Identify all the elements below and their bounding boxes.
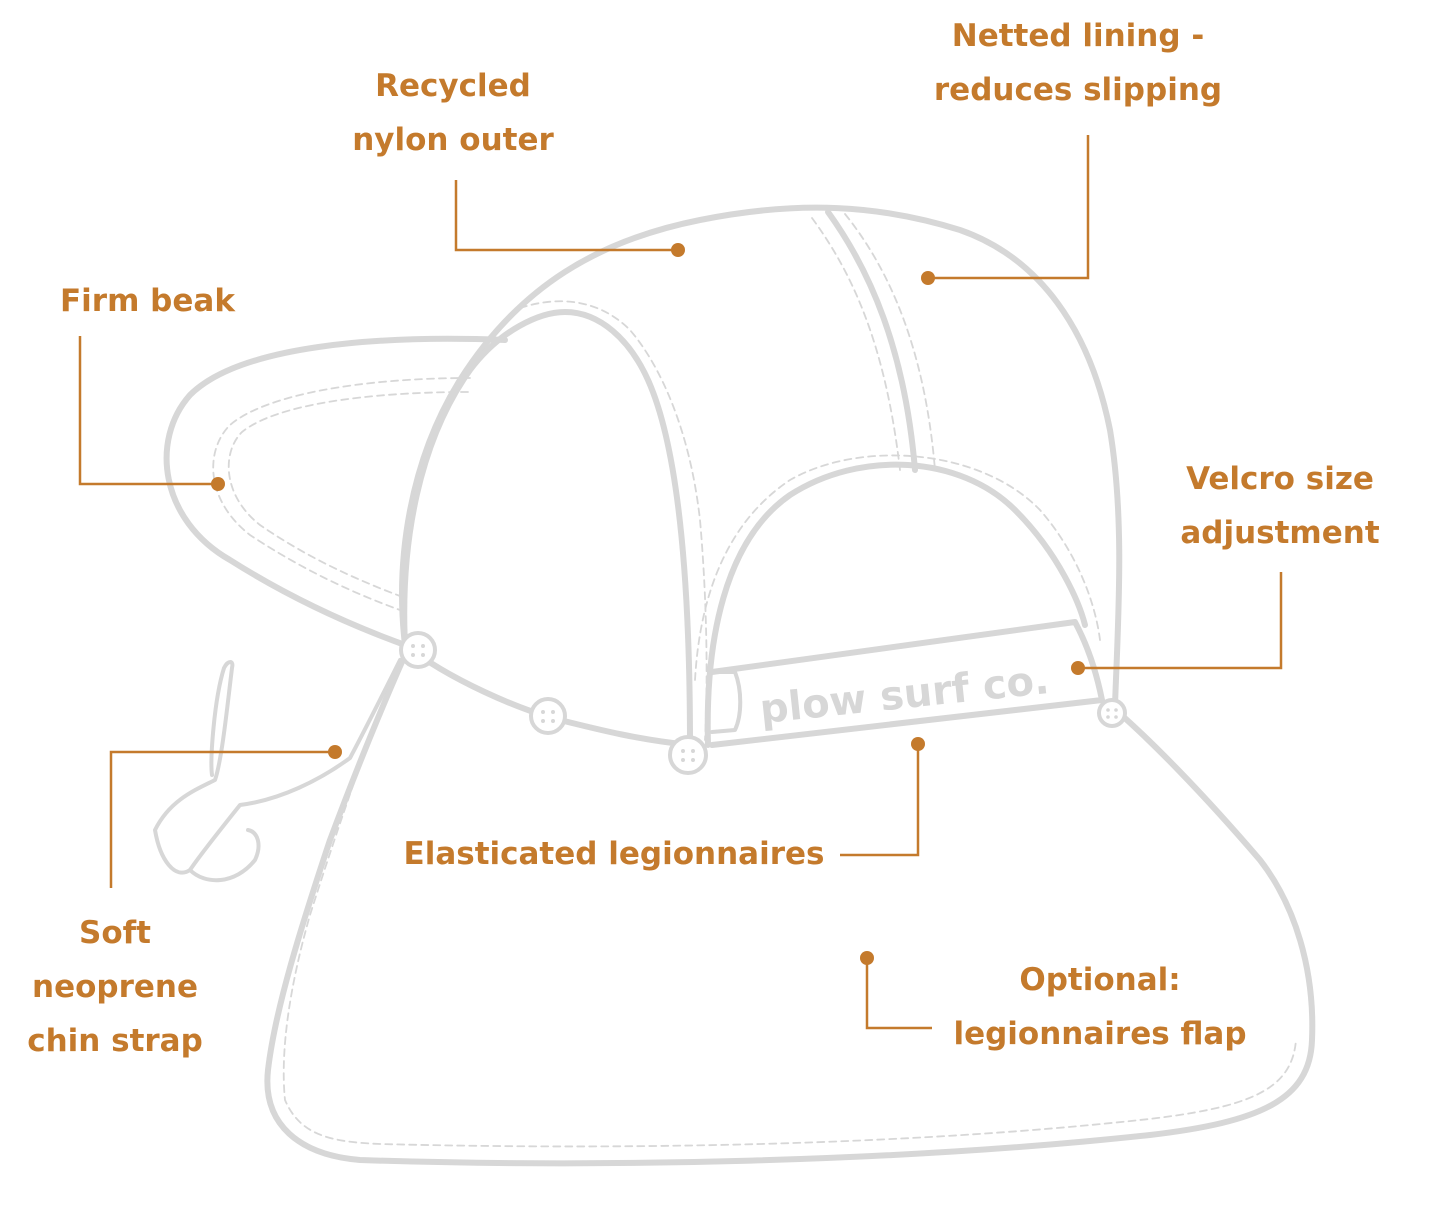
back-arch-stitching	[694, 454, 1101, 681]
button-front	[399, 631, 437, 669]
button-side	[529, 697, 567, 735]
label-netted-lining: Netted lining - reduces slipping	[900, 9, 1256, 117]
chin-strap-end	[188, 828, 261, 883]
button-back-right	[1097, 698, 1127, 728]
leader-dot-elasticated-legionnaires	[911, 737, 925, 751]
beak-outline	[163, 335, 508, 648]
label-line: Elasticated legionnaires	[403, 836, 825, 872]
leader-dot-velcro-size-adjustment	[1071, 661, 1085, 675]
front-panel-stitching	[519, 300, 708, 741]
label-line: Velcro size	[1186, 461, 1374, 497]
front-panel-outline	[401, 309, 693, 748]
beak-stitching-inner	[227, 391, 469, 597]
label-line: Recycled	[375, 68, 531, 104]
leader-optional-legionnaires-flap	[865, 958, 932, 1030]
leader-firm-beak	[78, 336, 218, 486]
leader-velcro-size-adjustment	[1078, 572, 1283, 670]
label-line: legionnaires flap	[953, 1016, 1247, 1052]
leader-recycled-nylon-outer	[454, 180, 678, 252]
label-soft-neoprene-chin-strap: Soft neoprene chin strap	[10, 906, 220, 1068]
chin-strap	[153, 658, 402, 875]
neck-flap-outline	[264, 652, 1316, 1167]
size-band	[709, 619, 1105, 748]
label-line: neoprene	[32, 969, 198, 1005]
label-line: reduces slipping	[933, 72, 1223, 108]
neck-flap-stitching	[282, 669, 1297, 1148]
label-line: chin strap	[27, 1023, 203, 1059]
label-firm-beak: Firm beak	[60, 274, 270, 328]
label-velcro-size-adjustment: Velcro size adjustment	[1160, 452, 1400, 560]
button-back-left	[668, 735, 708, 775]
center-seam-stitching-2	[844, 213, 936, 471]
label-line: adjustment	[1180, 515, 1380, 551]
center-seam	[825, 209, 918, 473]
callout-leaders	[78, 135, 1283, 1030]
label-recycled-nylon-outer: Recycled nylon outer	[300, 59, 606, 167]
leader-soft-neoprene-chin-strap	[109, 750, 335, 888]
leader-dot-soft-neoprene-chin-strap	[328, 745, 342, 759]
center-seam-stitching	[811, 217, 901, 471]
back-opening-arch	[704, 461, 1088, 748]
label-line: nylon outer	[352, 122, 554, 158]
leader-dot-optional-legionnaires-flap	[860, 951, 874, 965]
label-line: Optional:	[1019, 962, 1181, 998]
label-line: Firm beak	[60, 283, 235, 319]
leader-dot-recycled-nylon-outer	[671, 243, 685, 257]
leader-dot-firm-beak	[211, 477, 225, 491]
label-elasticated-legionnaires: Elasticated legionnaires	[394, 827, 834, 881]
label-line: Soft	[79, 915, 151, 951]
band-tab	[710, 670, 743, 734]
leader-dot-netted-lining	[921, 271, 935, 285]
leader-elasticated-legionnaires	[840, 744, 920, 857]
label-line: Netted lining -	[951, 18, 1205, 54]
leader-netted-lining	[928, 135, 1090, 280]
label-optional-legionnaires-flap: Optional: legionnaires flap	[940, 953, 1260, 1061]
beak-stitching-outer	[212, 377, 471, 611]
